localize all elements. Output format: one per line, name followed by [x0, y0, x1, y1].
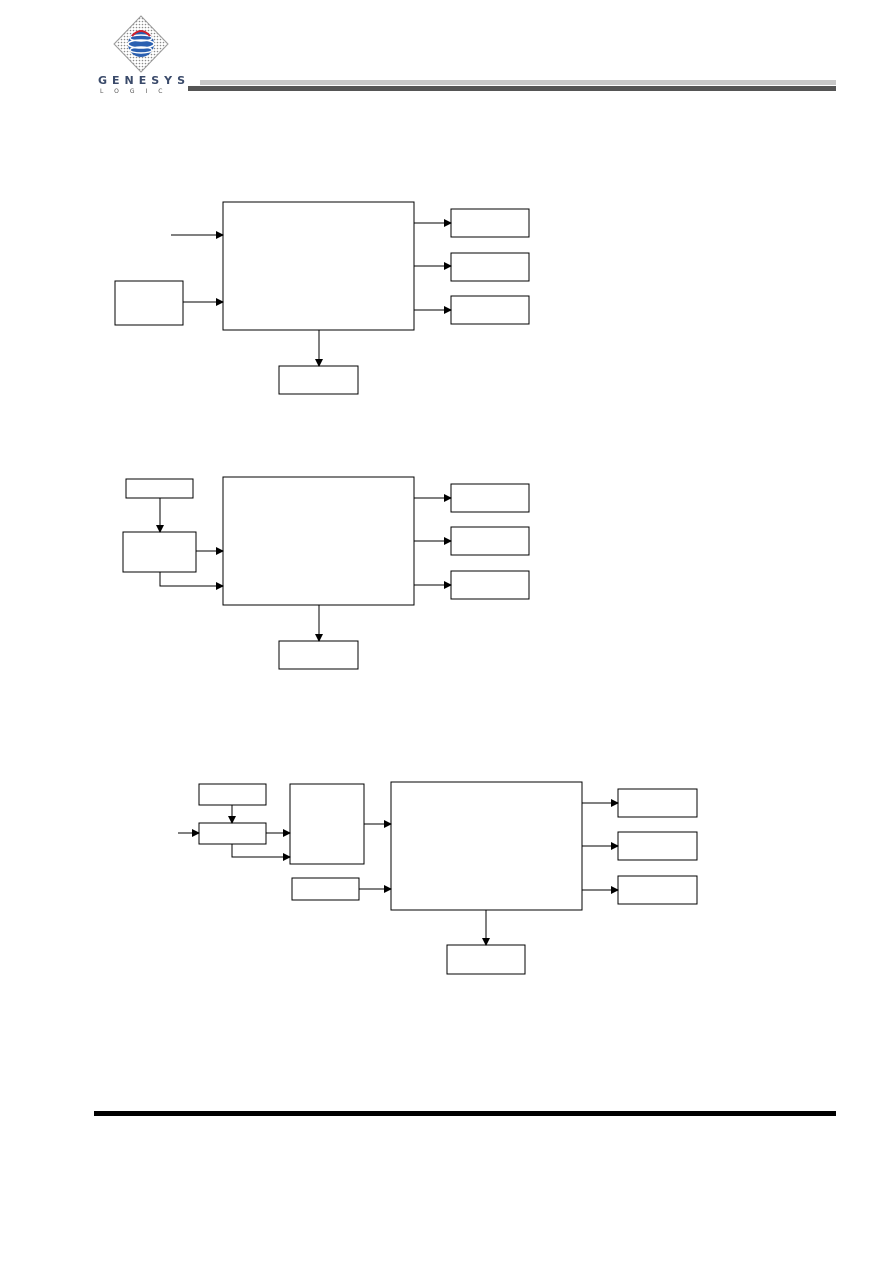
bottom-output-block: [278, 640, 359, 670]
output-block: [450, 252, 530, 282]
output-block: [450, 295, 530, 325]
output-block: [450, 483, 530, 513]
genesys-logo: [96, 14, 186, 98]
top-input-block: [125, 478, 194, 499]
main-block: [222, 201, 415, 331]
main-block: [390, 781, 583, 911]
diagram-1: [114, 201, 530, 395]
input-block: [198, 822, 267, 845]
logo-wordmark: GENESYS: [98, 74, 191, 87]
header-rule-dark: [188, 86, 836, 91]
input-block: [114, 280, 184, 326]
output-block: [617, 831, 698, 861]
genesys-globe-logo-icon: [113, 15, 169, 73]
output-block: [617, 875, 698, 905]
footer-rule: [94, 1111, 836, 1116]
input-block: [122, 531, 197, 573]
output-block: [617, 788, 698, 818]
header-rule-light: [200, 80, 836, 85]
side-input-block: [291, 877, 360, 901]
output-block: [450, 570, 530, 600]
bottom-output-block: [278, 365, 359, 395]
logo-subtext: LOGIC: [100, 88, 174, 95]
diagram-2: [122, 476, 530, 670]
middle-block: [289, 783, 365, 865]
bottom-output-block: [446, 944, 526, 975]
output-block: [450, 526, 530, 556]
main-block: [222, 476, 415, 606]
diagram-3: [178, 781, 698, 975]
arrow: [159, 572, 224, 590]
output-block: [450, 208, 530, 238]
arrow: [231, 844, 291, 861]
top-input-block: [198, 783, 267, 806]
